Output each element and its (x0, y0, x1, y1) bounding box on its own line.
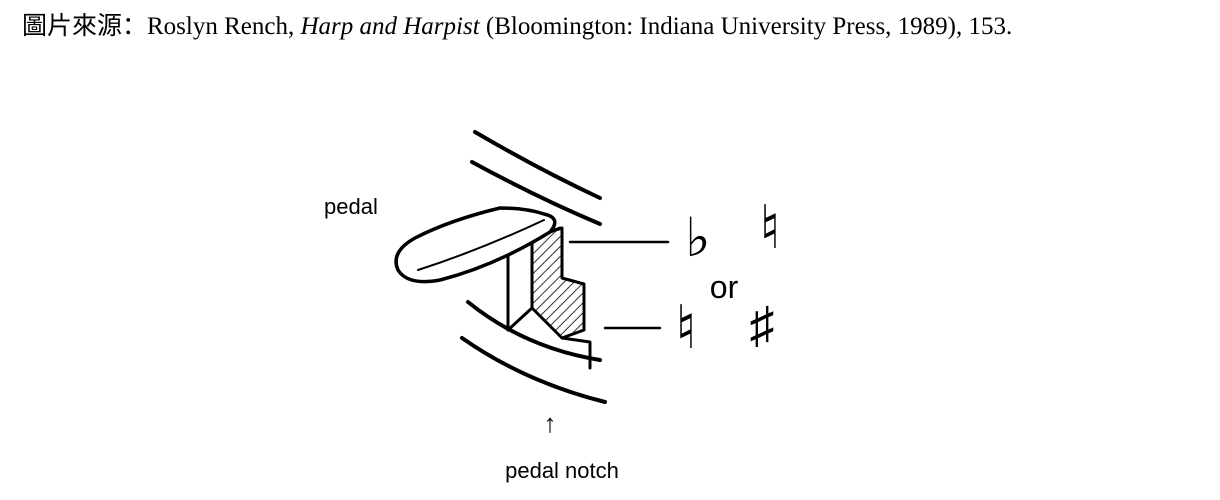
caption-book-title: Harp and Harpist (300, 13, 480, 40)
flat-symbol: ♭ (685, 208, 710, 268)
hatched-pedal-slot (530, 226, 586, 340)
natural-symbol-lower: ♮ (675, 294, 696, 361)
or-label: or (710, 269, 739, 305)
pedal-notch-label: pedal notch (505, 458, 619, 483)
sharp-symbol: ♯ (750, 297, 775, 353)
notch-bottom-edge (506, 306, 534, 332)
harp-pedal-diagram: ♭ ♮ ♮ ♯ pedal or ↑ pedal notch (300, 120, 820, 495)
caption-suffix: (Bloomington: Indiana University Press, … (479, 13, 1013, 40)
pedal-paddle-inner-line (417, 219, 545, 271)
source-caption: 圖片來源：Roslyn Rench, Harp and Harpist (Blo… (22, 12, 1212, 42)
notch-arrow: ↑ (544, 408, 557, 438)
pedal-diagram-svg: ♭ ♮ ♮ ♯ pedal or ↑ pedal notch (324, 130, 781, 483)
lower-frame-line-outer (460, 336, 607, 404)
pedal-label: pedal (324, 194, 378, 219)
upper-frame-line-inner (470, 160, 602, 226)
lower-frame-line-inner (466, 300, 602, 362)
upper-frame-line-outer (473, 130, 602, 200)
natural-symbol-upper: ♮ (759, 194, 780, 261)
caption-prefix: 圖片來源：Roslyn Rench, (22, 13, 301, 40)
